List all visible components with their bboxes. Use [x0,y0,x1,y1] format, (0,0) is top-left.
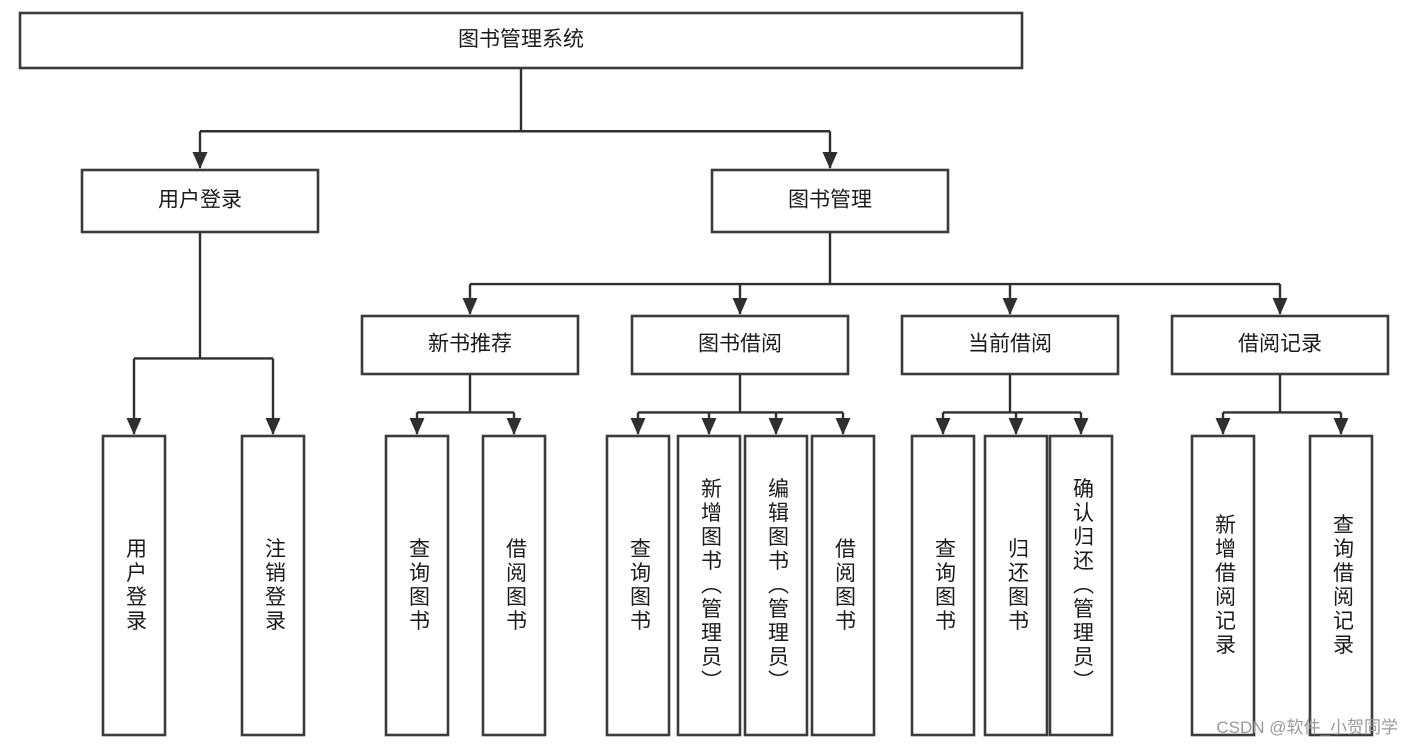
node-leaf4[interactable]: 借阅图书 [481,434,547,737]
edge-group-records [1215,374,1349,435]
arrow-head-icon [462,298,478,315]
node-leaf9[interactable]: 查询图书 [910,434,976,737]
node-label-root: 图书管理系统 [458,28,584,51]
edge-group-current [935,374,1089,435]
node-box-leaf10[interactable] [983,434,1049,737]
arrow-head-icon [768,418,784,435]
arrow-head-icon [835,418,851,435]
node-label-current: 当前借阅 [968,333,1052,356]
node-leaf13[interactable]: 查询借阅记录 [1308,434,1374,737]
node-label-borrow: 图书借阅 [698,333,782,356]
arrow-head-icon [126,418,142,435]
node-label-leaf5: 查询图书 [627,538,651,634]
node-label-leaf8: 借阅图书 [832,538,856,634]
edge-layer [126,68,1349,435]
node-label-leaf4: 借阅图书 [503,538,527,634]
node-box-current[interactable] [900,314,1120,376]
node-box-leaf4[interactable] [481,434,547,737]
node-box-leaf13[interactable] [1308,434,1374,737]
node-label-leaf6: 新增图书（管理员） [698,478,722,694]
node-label-login: 用户登录 [158,189,242,212]
arrow-head-icon [1215,418,1231,435]
node-label-bookmgmt: 图书管理 [788,189,872,212]
node-box-leaf12[interactable] [1190,434,1256,737]
arrow-head-icon [1272,298,1288,315]
arrow-head-icon [935,418,951,435]
node-box-newbook[interactable] [360,314,580,376]
node-box-login[interactable] [80,168,320,234]
node-leaf7[interactable]: 编辑图书（管理员） [743,434,809,737]
arrow-head-icon [1008,418,1024,435]
node-box-leaf8[interactable] [810,434,876,737]
csdn-watermark: CSDN @软件_小贺同学 [1216,718,1398,737]
node-box-leaf9[interactable] [910,434,976,737]
node-box-leaf1[interactable] [101,434,167,737]
node-bookmgmt[interactable]: 图书管理 [710,168,950,234]
node-box-leaf3[interactable] [384,434,450,737]
node-current[interactable]: 当前借阅 [900,314,1120,376]
edge-group-newbook [409,374,522,435]
node-leaf10[interactable]: 归还图书 [983,434,1049,737]
node-label-leaf10: 归还图书 [1005,538,1029,634]
node-box-bookmgmt[interactable] [710,168,950,234]
arrow-head-icon [822,152,838,169]
node-box-root[interactable] [18,11,1024,70]
node-label-leaf2: 注销登录 [262,538,286,634]
node-label-leaf3: 查询图书 [406,538,430,634]
arrow-head-icon [701,418,717,435]
node-root[interactable]: 图书管理系统 [18,11,1024,70]
arrow-head-icon [1333,418,1349,435]
node-leaf6[interactable]: 新增图书（管理员） [676,434,742,737]
node-borrow[interactable]: 图书借阅 [630,314,850,376]
node-box-leaf2[interactable] [240,434,306,737]
edge-group-login [126,232,281,435]
arrow-head-icon [506,418,522,435]
node-label-leaf9: 查询图书 [932,538,956,634]
node-label-leaf13: 查询借阅记录 [1330,514,1354,658]
node-box-borrow[interactable] [630,314,850,376]
node-leaf11[interactable]: 确认归还（管理员） [1048,434,1114,737]
edge-group-bookmgmt [462,232,1288,315]
node-newbook[interactable]: 新书推荐 [360,314,580,376]
node-label-leaf11: 确认归还（管理员） [1070,478,1094,694]
node-leaf5[interactable]: 查询图书 [605,434,671,737]
node-login[interactable]: 用户登录 [80,168,320,234]
node-leaf1[interactable]: 用户登录 [101,434,167,737]
node-box-leaf6[interactable] [676,434,742,737]
node-box-leaf5[interactable] [605,434,671,737]
node-box-records[interactable] [1170,314,1390,376]
node-label-records: 借阅记录 [1238,333,1322,356]
node-leaf3[interactable]: 查询图书 [384,434,450,737]
arrow-head-icon [1073,418,1089,435]
arrow-head-icon [732,298,748,315]
node-label-leaf7: 编辑图书（管理员） [765,478,789,694]
arrow-head-icon [192,152,208,169]
arrow-head-icon [630,418,646,435]
edge-group-borrow [630,374,851,435]
arrow-head-icon [1002,298,1018,315]
node-layer: 图书管理系统用户登录图书管理新书推荐图书借阅当前借阅借阅记录用户登录注销登录查询… [18,11,1390,737]
node-leaf2[interactable]: 注销登录 [240,434,306,737]
node-leaf8[interactable]: 借阅图书 [810,434,876,737]
node-leaf12[interactable]: 新增借阅记录 [1190,434,1256,737]
node-box-leaf11[interactable] [1048,434,1114,737]
node-label-leaf12: 新增借阅记录 [1212,514,1236,658]
node-label-leaf1: 用户登录 [123,538,147,634]
node-box-leaf7[interactable] [743,434,809,737]
node-label-newbook: 新书推荐 [428,333,512,356]
edge-group-root [192,68,838,169]
arrow-head-icon [409,418,425,435]
arrow-head-icon [265,418,281,435]
node-records[interactable]: 借阅记录 [1170,314,1390,376]
